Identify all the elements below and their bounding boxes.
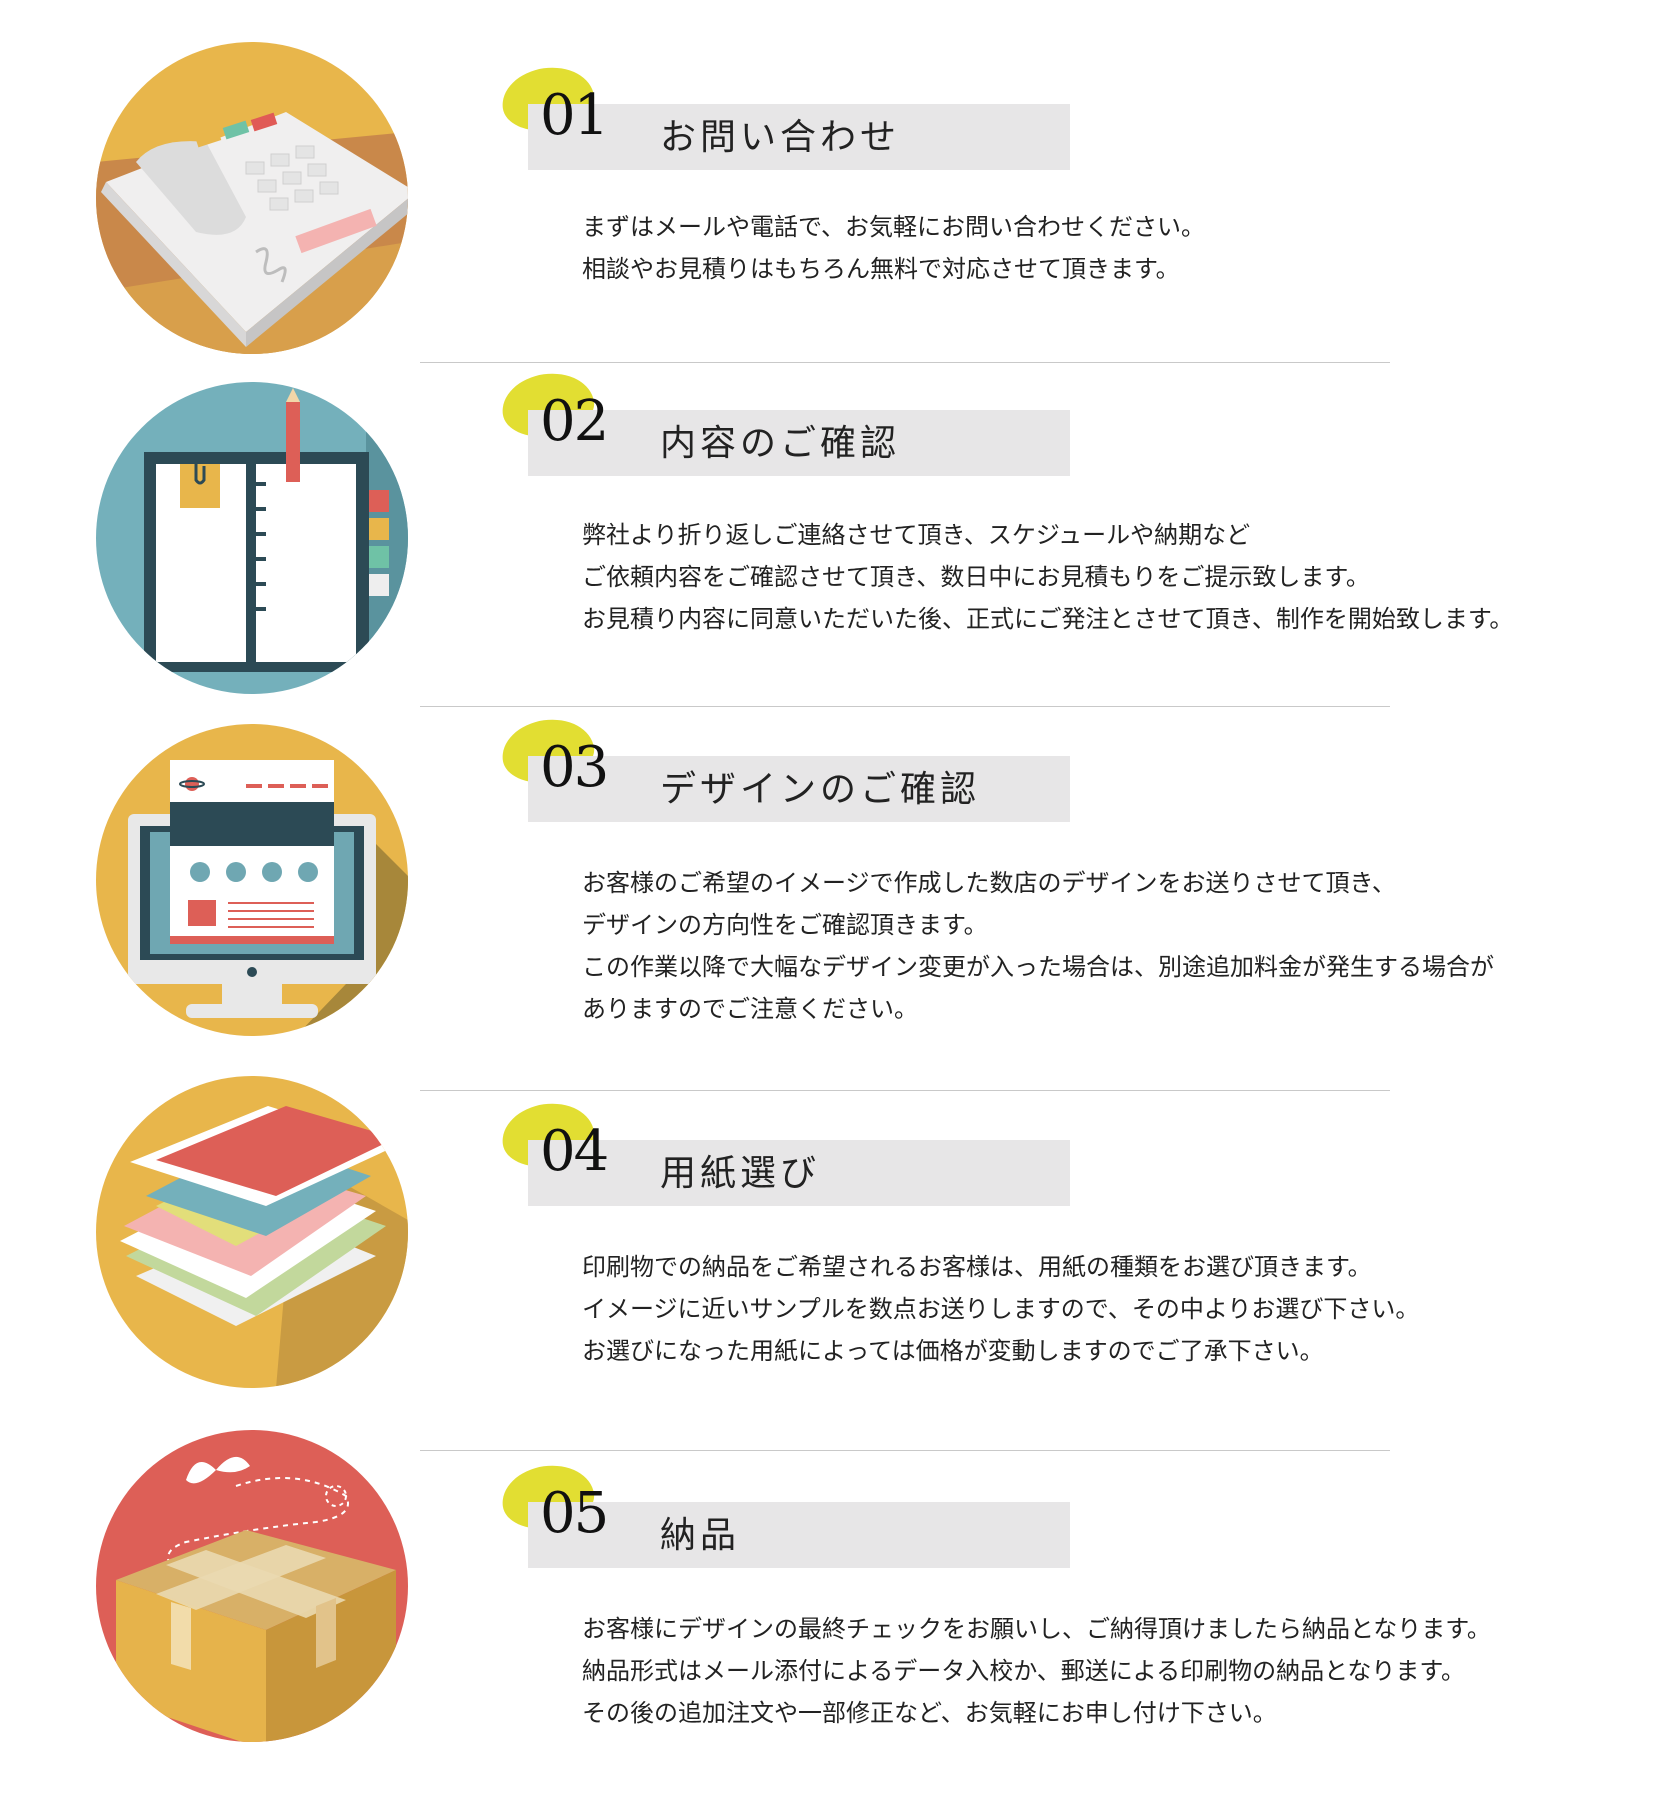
description-line: この作業以降で大幅なデザイン変更が入った場合は、別途追加料金が発生する場合が <box>582 953 1494 981</box>
description-line: 納品形式はメール添付によるデータ入校か、郵送による印刷物の納品となります。 <box>582 1657 1465 1685</box>
description-line: 弊社より折り返しご連絡させて頂き、スケジュールや納期など <box>582 521 1251 549</box>
delivery-box-icon <box>96 1430 408 1742</box>
step-number: 02 <box>540 389 609 454</box>
description-line: デザインの方向性をご確認頂きます。 <box>582 911 988 939</box>
step-description: まずはメールや電話で、お気軽にお問い合わせください。 相談やお見積りはもちろん無… <box>582 206 1642 290</box>
step-title: 納品 <box>660 1515 741 1556</box>
step-title-bar <box>528 1502 1070 1568</box>
notebook-icon <box>96 382 408 694</box>
step-title-bar <box>528 104 1070 170</box>
step-description: お客様にデザインの最終チェックをお願いし、ご納得頂けましたら納品となります。 納… <box>582 1608 1642 1734</box>
step-description: 印刷物での納品をご希望されるお客様は、用紙の種類をお選び頂きます。 イメージに近… <box>582 1246 1642 1372</box>
description-line: その後の追加注文や一部修正など、お気軽にお申し付け下さい。 <box>582 1699 1277 1727</box>
step-title: デザインのご確認 <box>660 769 981 810</box>
description-line: お客様にデザインの最終チェックをお願いし、ご納得頂けましたら納品となります。 <box>582 1615 1491 1643</box>
divider <box>420 1090 1390 1091</box>
description-line: お選びになった用紙によっては価格が変動しますのでご了承下さい。 <box>582 1337 1324 1365</box>
step-number: 03 <box>540 735 609 800</box>
paper-stack-icon <box>96 1076 408 1388</box>
step-title: 用紙選び <box>660 1153 821 1194</box>
step-title-bar <box>528 1140 1070 1206</box>
description-line: お見積り内容に同意いただいた後、正式にご発注とさせて頂き、制作を開始致します。 <box>582 605 1514 633</box>
step-title-bar <box>528 410 1070 476</box>
description-line: お客様のご希望のイメージで作成した数店のデザインをお送りさせて頂き、 <box>582 869 1396 897</box>
divider <box>420 706 1390 707</box>
monitor-icon <box>96 724 408 1036</box>
divider <box>420 1450 1390 1451</box>
description-line: ありますのでご注意ください。 <box>582 995 918 1023</box>
description-line: ご依頼内容をご確認させて頂き、数日中にお見積もりをご提示致します。 <box>582 563 1370 591</box>
step-number: 04 <box>540 1119 609 1184</box>
step-title-bar <box>528 756 1070 822</box>
telephone-icon <box>96 42 408 354</box>
step-title: 内容のご確認 <box>660 423 901 464</box>
step-number: 05 <box>540 1481 609 1546</box>
description-line: 相談やお見積りはもちろん無料で対応させて頂きます。 <box>582 255 1180 283</box>
divider <box>420 362 1390 363</box>
step-title: お問い合わせ <box>660 117 901 158</box>
description-line: イメージに近いサンプルを数点お送りしますので、その中よりお選び下さい。 <box>582 1295 1420 1323</box>
step-description: 弊社より折り返しご連絡させて頂き、スケジュールや納期など ご依頼内容をご確認させ… <box>582 514 1642 640</box>
step-number: 01 <box>540 83 609 148</box>
step-description: お客様のご希望のイメージで作成した数店のデザインをお送りさせて頂き、 デザインの… <box>582 862 1642 1030</box>
description-line: まずはメールや電話で、お気軽にお問い合わせください。 <box>582 213 1206 241</box>
description-line: 印刷物での納品をご希望されるお客様は、用紙の種類をお選び頂きます。 <box>582 1253 1372 1281</box>
